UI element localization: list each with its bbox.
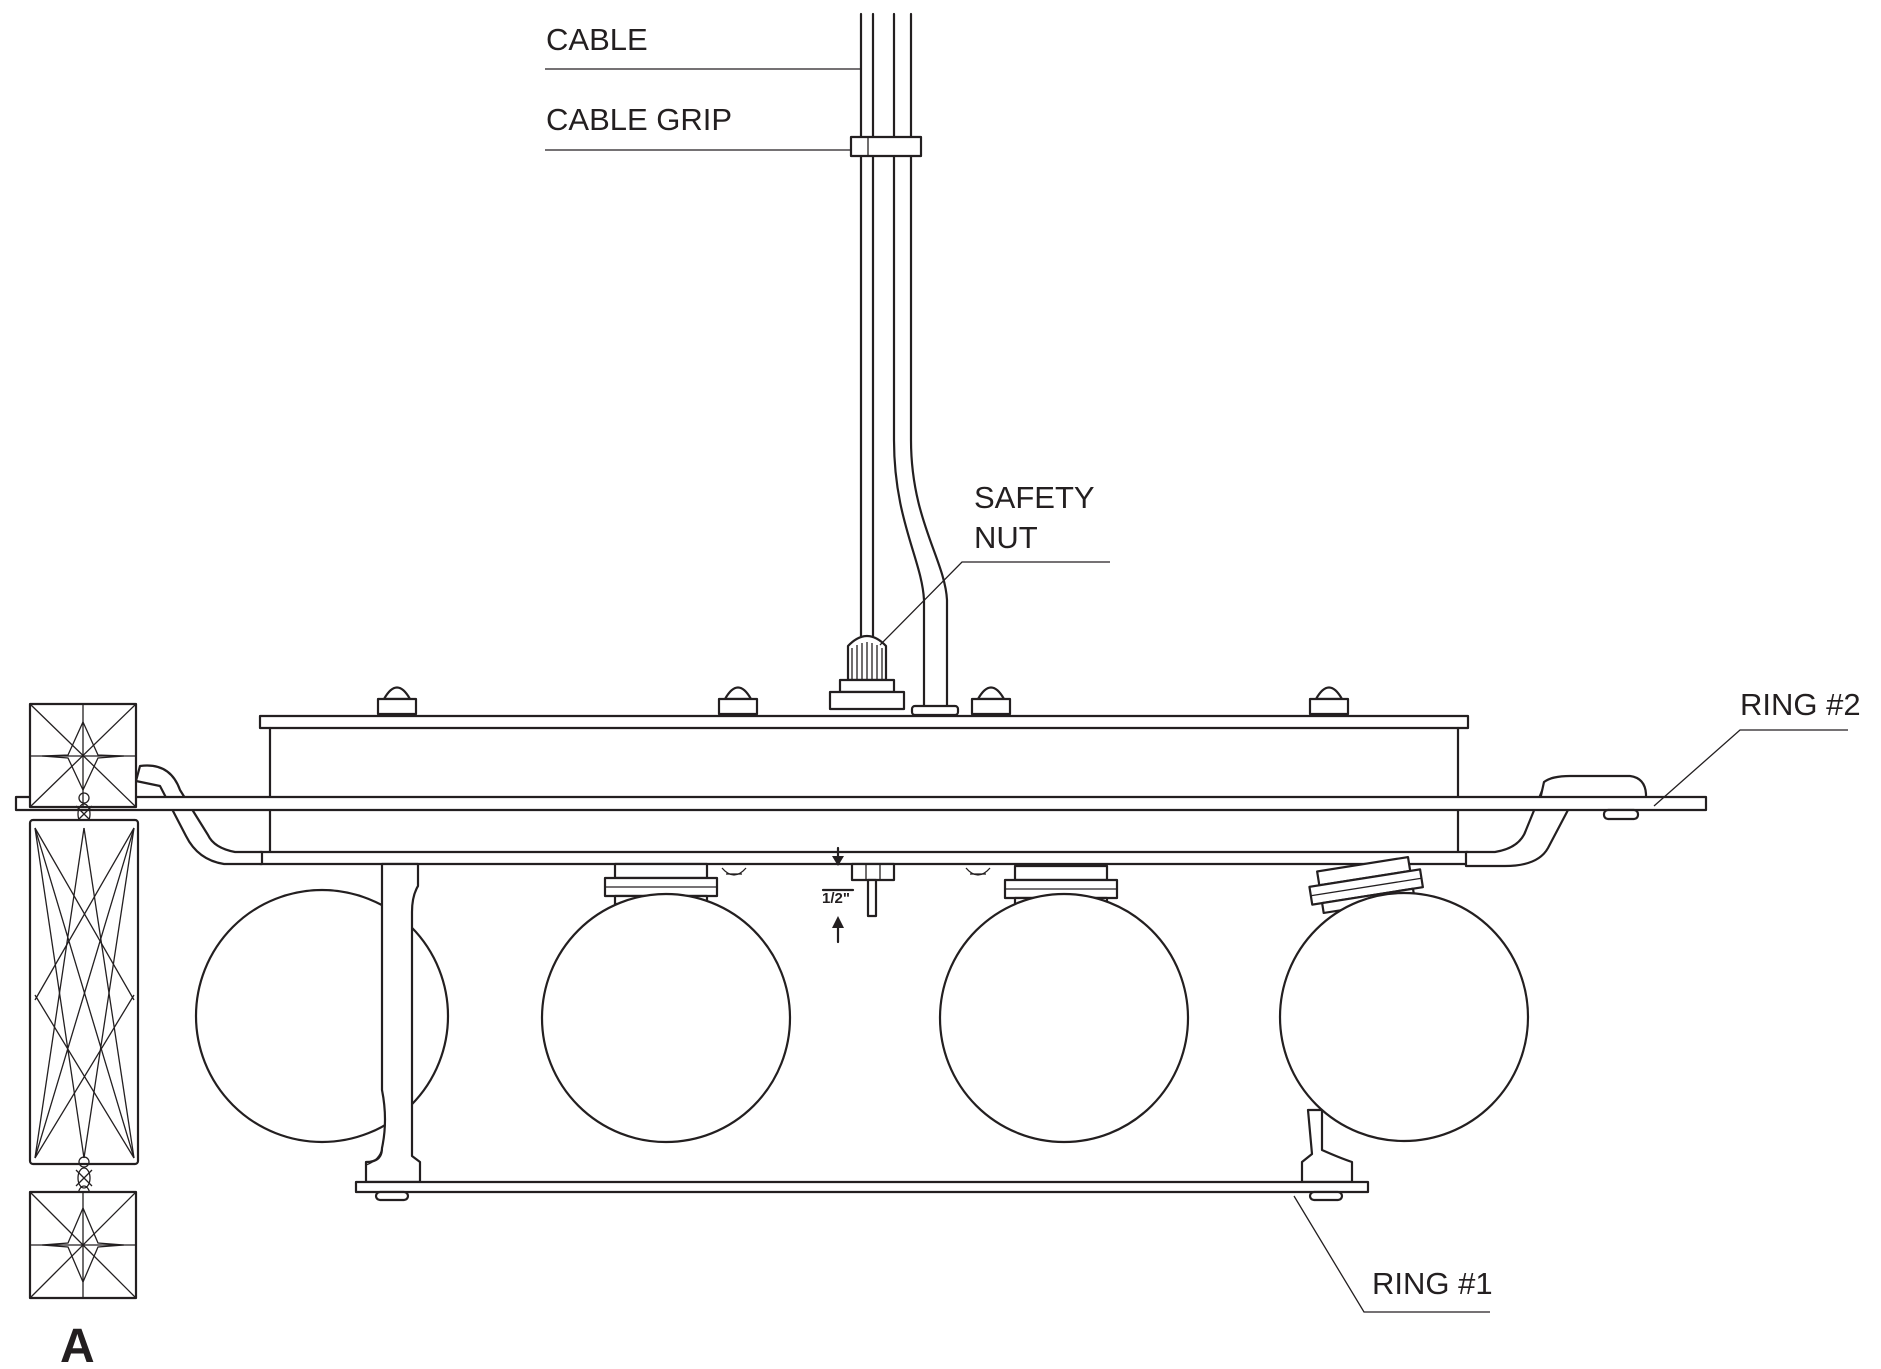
dimension-marker [821, 846, 855, 944]
cap-nut [970, 686, 1012, 716]
dimension-label: 1/2" [822, 890, 850, 907]
ring-2-leader [1653, 729, 1848, 807]
ring-1 [354, 1180, 1370, 1202]
hex-nut [850, 862, 896, 918]
wire-grommet [910, 704, 960, 717]
screw [721, 867, 747, 876]
crystal-prism-square [28, 702, 138, 809]
cable-label: CABLE [546, 22, 648, 57]
support-post [364, 862, 422, 1184]
ring-1-label: RING #1 [1372, 1266, 1493, 1301]
crystal-prism-long [28, 818, 140, 1166]
globe-bulb [1278, 891, 1530, 1143]
support-post [1300, 1108, 1354, 1184]
globe-bulb [540, 892, 792, 1144]
safety-nut-label-line2: NUT [974, 520, 1038, 555]
power-wire [892, 12, 949, 714]
canopy-body [258, 714, 1470, 866]
cable-grip [849, 135, 923, 158]
cap-nut [1308, 686, 1350, 716]
globe-bulb [938, 892, 1190, 1144]
screw [965, 867, 991, 876]
ring-2-label: RING #2 [1740, 687, 1861, 722]
crystal-prism-square [28, 1190, 138, 1300]
cable [859, 12, 875, 644]
cap-nut [717, 686, 759, 716]
safety-nut [828, 634, 906, 711]
ring-2 [14, 764, 1708, 868]
detail-a-label: A [60, 1320, 95, 1369]
safety-nut-leader [879, 561, 1110, 646]
ring-1-leader [1293, 1195, 1490, 1313]
cap-nut [376, 686, 418, 716]
cable-grip-label: CABLE GRIP [546, 102, 732, 137]
safety-nut-label-line1: SAFETY [974, 480, 1095, 515]
